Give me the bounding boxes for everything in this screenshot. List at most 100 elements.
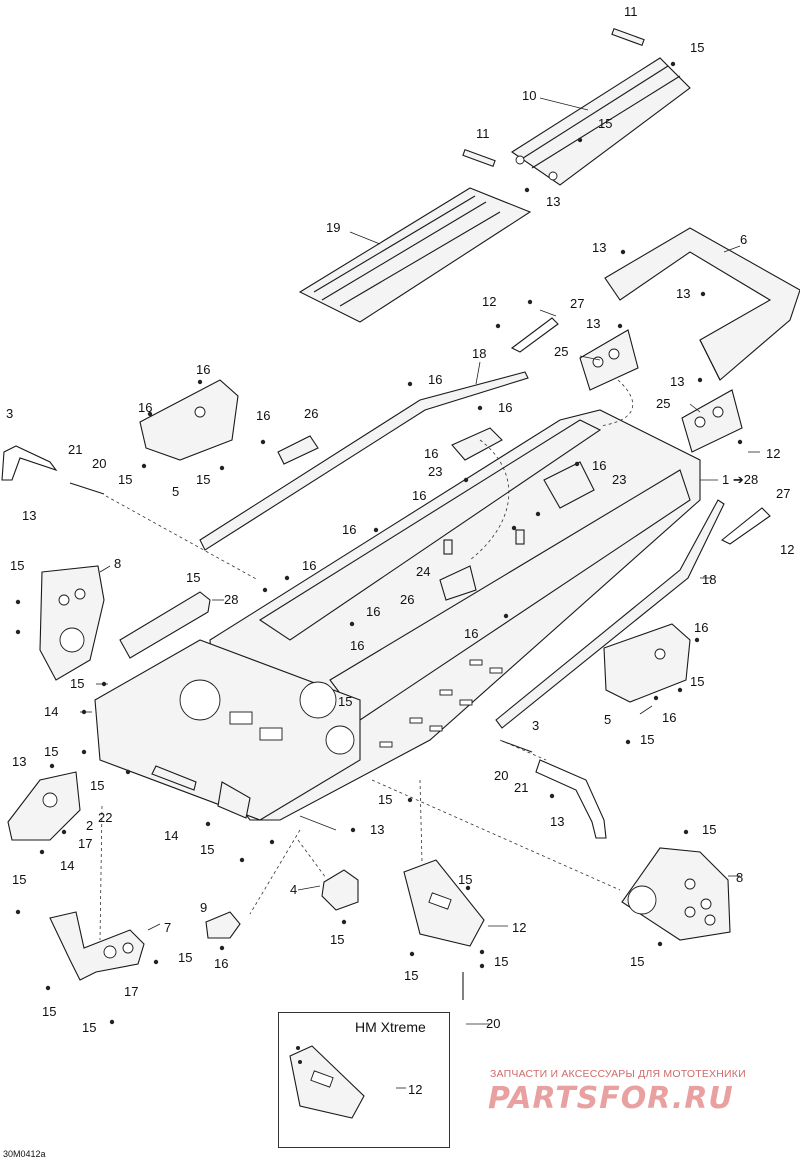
- part-10-plate: [511, 57, 691, 186]
- callout-1-to-28: 1 ➔28: [722, 472, 758, 487]
- callout-16: 16: [350, 638, 364, 653]
- callout-6: 6: [740, 232, 747, 247]
- callout-15: 15: [70, 676, 84, 691]
- callout-16: 16: [464, 626, 478, 641]
- callout-5: 5: [604, 712, 611, 727]
- callout-15: 15: [690, 674, 704, 689]
- part-4-bracket: [321, 869, 359, 911]
- part-7-bracket: [49, 911, 145, 981]
- callout-16: 16: [342, 522, 356, 537]
- callout-20: 20: [92, 456, 106, 471]
- leader-lines: [80, 97, 760, 1089]
- callout-16: 16: [424, 446, 438, 461]
- part-18-rail-upper: [199, 371, 529, 551]
- callout-18: 18: [702, 572, 716, 587]
- part-5-bracket-upper: [139, 379, 239, 461]
- callout-12: 12: [408, 1082, 422, 1097]
- callout-20: 20: [494, 768, 508, 783]
- callout-15: 15: [82, 1020, 96, 1035]
- callout-8: 8: [736, 870, 743, 885]
- callout-13: 13: [546, 194, 560, 209]
- callout-13: 13: [586, 316, 600, 331]
- part-2-bracket: [7, 771, 81, 841]
- callout-13: 13: [676, 286, 690, 301]
- callout-15: 15: [690, 40, 704, 55]
- part-26-bracket-lower: [439, 565, 477, 601]
- callout-15: 15: [42, 1004, 56, 1019]
- callout-3: 3: [6, 406, 13, 421]
- callout-15: 15: [338, 694, 352, 709]
- part-11-pin-upper: [611, 28, 645, 46]
- callout-15: 15: [702, 822, 716, 837]
- callout-25: 25: [656, 396, 670, 411]
- part-24-post-left: [443, 539, 453, 555]
- callout-24: 24: [416, 564, 430, 579]
- part-11-pin-lower: [462, 149, 496, 167]
- part-3-arm-right: [535, 759, 607, 839]
- callout-20: 20: [486, 1016, 500, 1031]
- callout-16: 16: [302, 558, 316, 573]
- callout-21: 21: [514, 780, 528, 795]
- callout-5: 5: [172, 484, 179, 499]
- callout-16: 16: [196, 362, 210, 377]
- tunnel-slots: [379, 659, 503, 748]
- callout-19: 19: [326, 220, 340, 235]
- callout-14: 14: [44, 704, 58, 719]
- callout-2: 2: [86, 818, 93, 833]
- callout-15: 15: [404, 968, 418, 983]
- part-3-arm-left: [1, 445, 58, 481]
- part-9-clamp: [205, 911, 241, 939]
- callout-14: 14: [164, 828, 178, 843]
- callout-3: 3: [532, 718, 539, 733]
- part-12-step: [403, 859, 485, 947]
- callout-12: 12: [780, 542, 794, 557]
- callout-26: 26: [304, 406, 318, 421]
- callout-16: 16: [256, 408, 270, 423]
- callout-13: 13: [22, 508, 36, 523]
- callout-16: 16: [592, 458, 606, 473]
- callout-17: 17: [124, 984, 138, 999]
- part-22-rail: [151, 765, 197, 791]
- callout-15: 15: [90, 778, 104, 793]
- callout-15: 15: [330, 932, 344, 947]
- part-14-bracket: [217, 781, 251, 819]
- callout-14: 14: [60, 858, 74, 873]
- callout-27: 27: [570, 296, 584, 311]
- callout-15: 15: [640, 732, 654, 747]
- part-8-plate-left: [39, 565, 105, 681]
- callout-13: 13: [370, 822, 384, 837]
- part-28-bracket: [119, 591, 211, 659]
- callout-16: 16: [214, 956, 228, 971]
- callout-15: 15: [186, 570, 200, 585]
- callout-15: 15: [196, 472, 210, 487]
- callout-16: 16: [428, 372, 442, 387]
- callout-15: 15: [10, 558, 24, 573]
- callout-labels: 11 15 10 15 11 13 19 13 6 13 12 27 13 25…: [6, 4, 794, 1097]
- callout-18: 18: [472, 346, 486, 361]
- callout-16: 16: [498, 400, 512, 415]
- callout-15: 15: [630, 954, 644, 969]
- assembly-dashes: [99, 379, 634, 941]
- callout-15: 15: [178, 950, 192, 965]
- callout-16: 16: [138, 400, 152, 415]
- callout-23: 23: [428, 464, 442, 479]
- callout-15: 15: [598, 116, 612, 131]
- callout-15: 15: [12, 872, 26, 887]
- callout-23: 23: [612, 472, 626, 487]
- part-6-bumper: [604, 227, 800, 381]
- callout-15: 15: [378, 792, 392, 807]
- callout-22: 22: [98, 810, 112, 825]
- callout-13: 13: [592, 240, 606, 255]
- callout-10: 10: [522, 88, 536, 103]
- callout-15: 15: [494, 954, 508, 969]
- part-27-clip-right: [720, 507, 771, 545]
- callout-16: 16: [366, 604, 380, 619]
- callout-8: 8: [114, 556, 121, 571]
- inset-step-drawing: [289, 1045, 365, 1119]
- callout-25: 25: [554, 344, 568, 359]
- callout-7: 7: [164, 920, 171, 935]
- callout-11: 11: [476, 126, 490, 141]
- callout-15: 15: [118, 472, 132, 487]
- part-20-bolt-left: [69, 482, 105, 495]
